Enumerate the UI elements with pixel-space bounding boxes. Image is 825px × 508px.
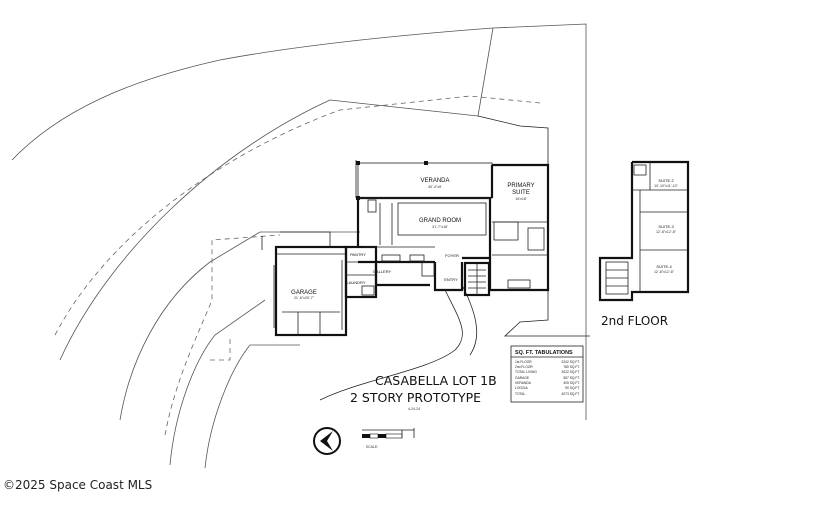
veranda-dim: 40'-4"x9'	[428, 185, 442, 189]
suite3-dim: 12'-8"x12'-8"	[656, 230, 677, 234]
primary-suite: PRIMARY SUITE 16'x18'	[488, 163, 550, 292]
scale-bar: SCALE:	[362, 428, 415, 449]
tab-row-label: GARAGE	[515, 376, 530, 380]
tab-row-label: TOTAL	[515, 392, 525, 396]
tab-row-value: 557 SQ.FT.	[563, 376, 580, 380]
site-outline	[11, 23, 590, 469]
pantry-label: PANTRY	[350, 252, 366, 257]
tab-row-value: 780 SQ.FT.	[563, 365, 580, 369]
tab-row-value: 90 SQ.FT.	[565, 386, 580, 390]
garage-dim: 21'-6"x25'-7"	[294, 296, 315, 300]
second-floor-label: 2nd FLOOR	[601, 314, 668, 328]
tab-row-value: 4073 SQ.FT.	[561, 392, 580, 396]
tab-row-label: 1st FLOOR	[515, 360, 532, 364]
project-title: CASABELLA LOT 1B	[375, 373, 497, 388]
main-stair	[463, 261, 491, 297]
tab-row-label: 2nd FLOOR	[515, 365, 533, 369]
project-subtitle: 2 STORY PROTOTYPE	[350, 390, 481, 405]
foyer-label: FOYER	[445, 253, 459, 258]
garage: GARAGE 21'-6"x25'-7"	[273, 245, 348, 337]
sqft-tabulation: SQ. FT. TABULATIONS 1st FLOOR 2242 SQ.FT…	[510, 345, 584, 403]
scale-label: SCALE:	[366, 445, 379, 449]
tabulation-heading: SQ. FT. TABULATIONS	[515, 350, 573, 356]
primary-suite-dim: 16'x18'	[515, 197, 526, 201]
tab-row-label: VERANDA	[515, 381, 532, 385]
primary-suite-label-2: SUITE	[512, 190, 530, 196]
primary-suite-label: PRIMARY	[507, 183, 534, 189]
drawing-date: 4-24-24	[408, 407, 420, 411]
garage-label: GARAGE	[291, 290, 317, 296]
grand-room-label: GRAND ROOM	[419, 218, 461, 224]
tab-row-value: 405 SQ.FT.	[563, 381, 580, 385]
suite4-label: SUITE-4	[656, 264, 672, 269]
laundry-label: LAUNDRY	[346, 280, 365, 285]
entry-label: ENTRY	[444, 277, 458, 282]
gallery-label: GALLERY	[373, 269, 392, 274]
suite4-dim: 12'-8"x12'-8"	[654, 270, 675, 274]
tab-row-label: TOTAL LIVING	[515, 370, 537, 374]
grand-room-dim: 31'-7"x18'	[432, 225, 448, 229]
tab-row-label: LOGGIA	[515, 386, 528, 390]
tab-row-value: 3022 SQ.FT.	[561, 370, 580, 374]
copyright-watermark: ©2025 Space Coast MLS	[3, 478, 153, 492]
tabulation-rows: 1st FLOOR 2242 SQ.FT. 2nd FLOOR 780 SQ.F…	[515, 360, 580, 396]
veranda: VERANDA 40'-4"x9'	[356, 161, 493, 200]
tab-row-value: 2242 SQ.FT.	[561, 360, 580, 364]
north-arrow-icon	[313, 427, 341, 455]
suite2-dim: 10'-10"x11'-10"	[654, 184, 679, 188]
suite3-label: SUITE-3	[658, 224, 674, 229]
suite2-label: SUITE-2	[658, 178, 674, 183]
second-floor-plan: SUITE-2 10'-10"x11'-10" SUITE-3 12'-8"x1…	[598, 160, 690, 302]
veranda-label: VERANDA	[420, 178, 449, 184]
service-wing: PANTRY LAUNDRY GALLERY	[261, 231, 430, 299]
